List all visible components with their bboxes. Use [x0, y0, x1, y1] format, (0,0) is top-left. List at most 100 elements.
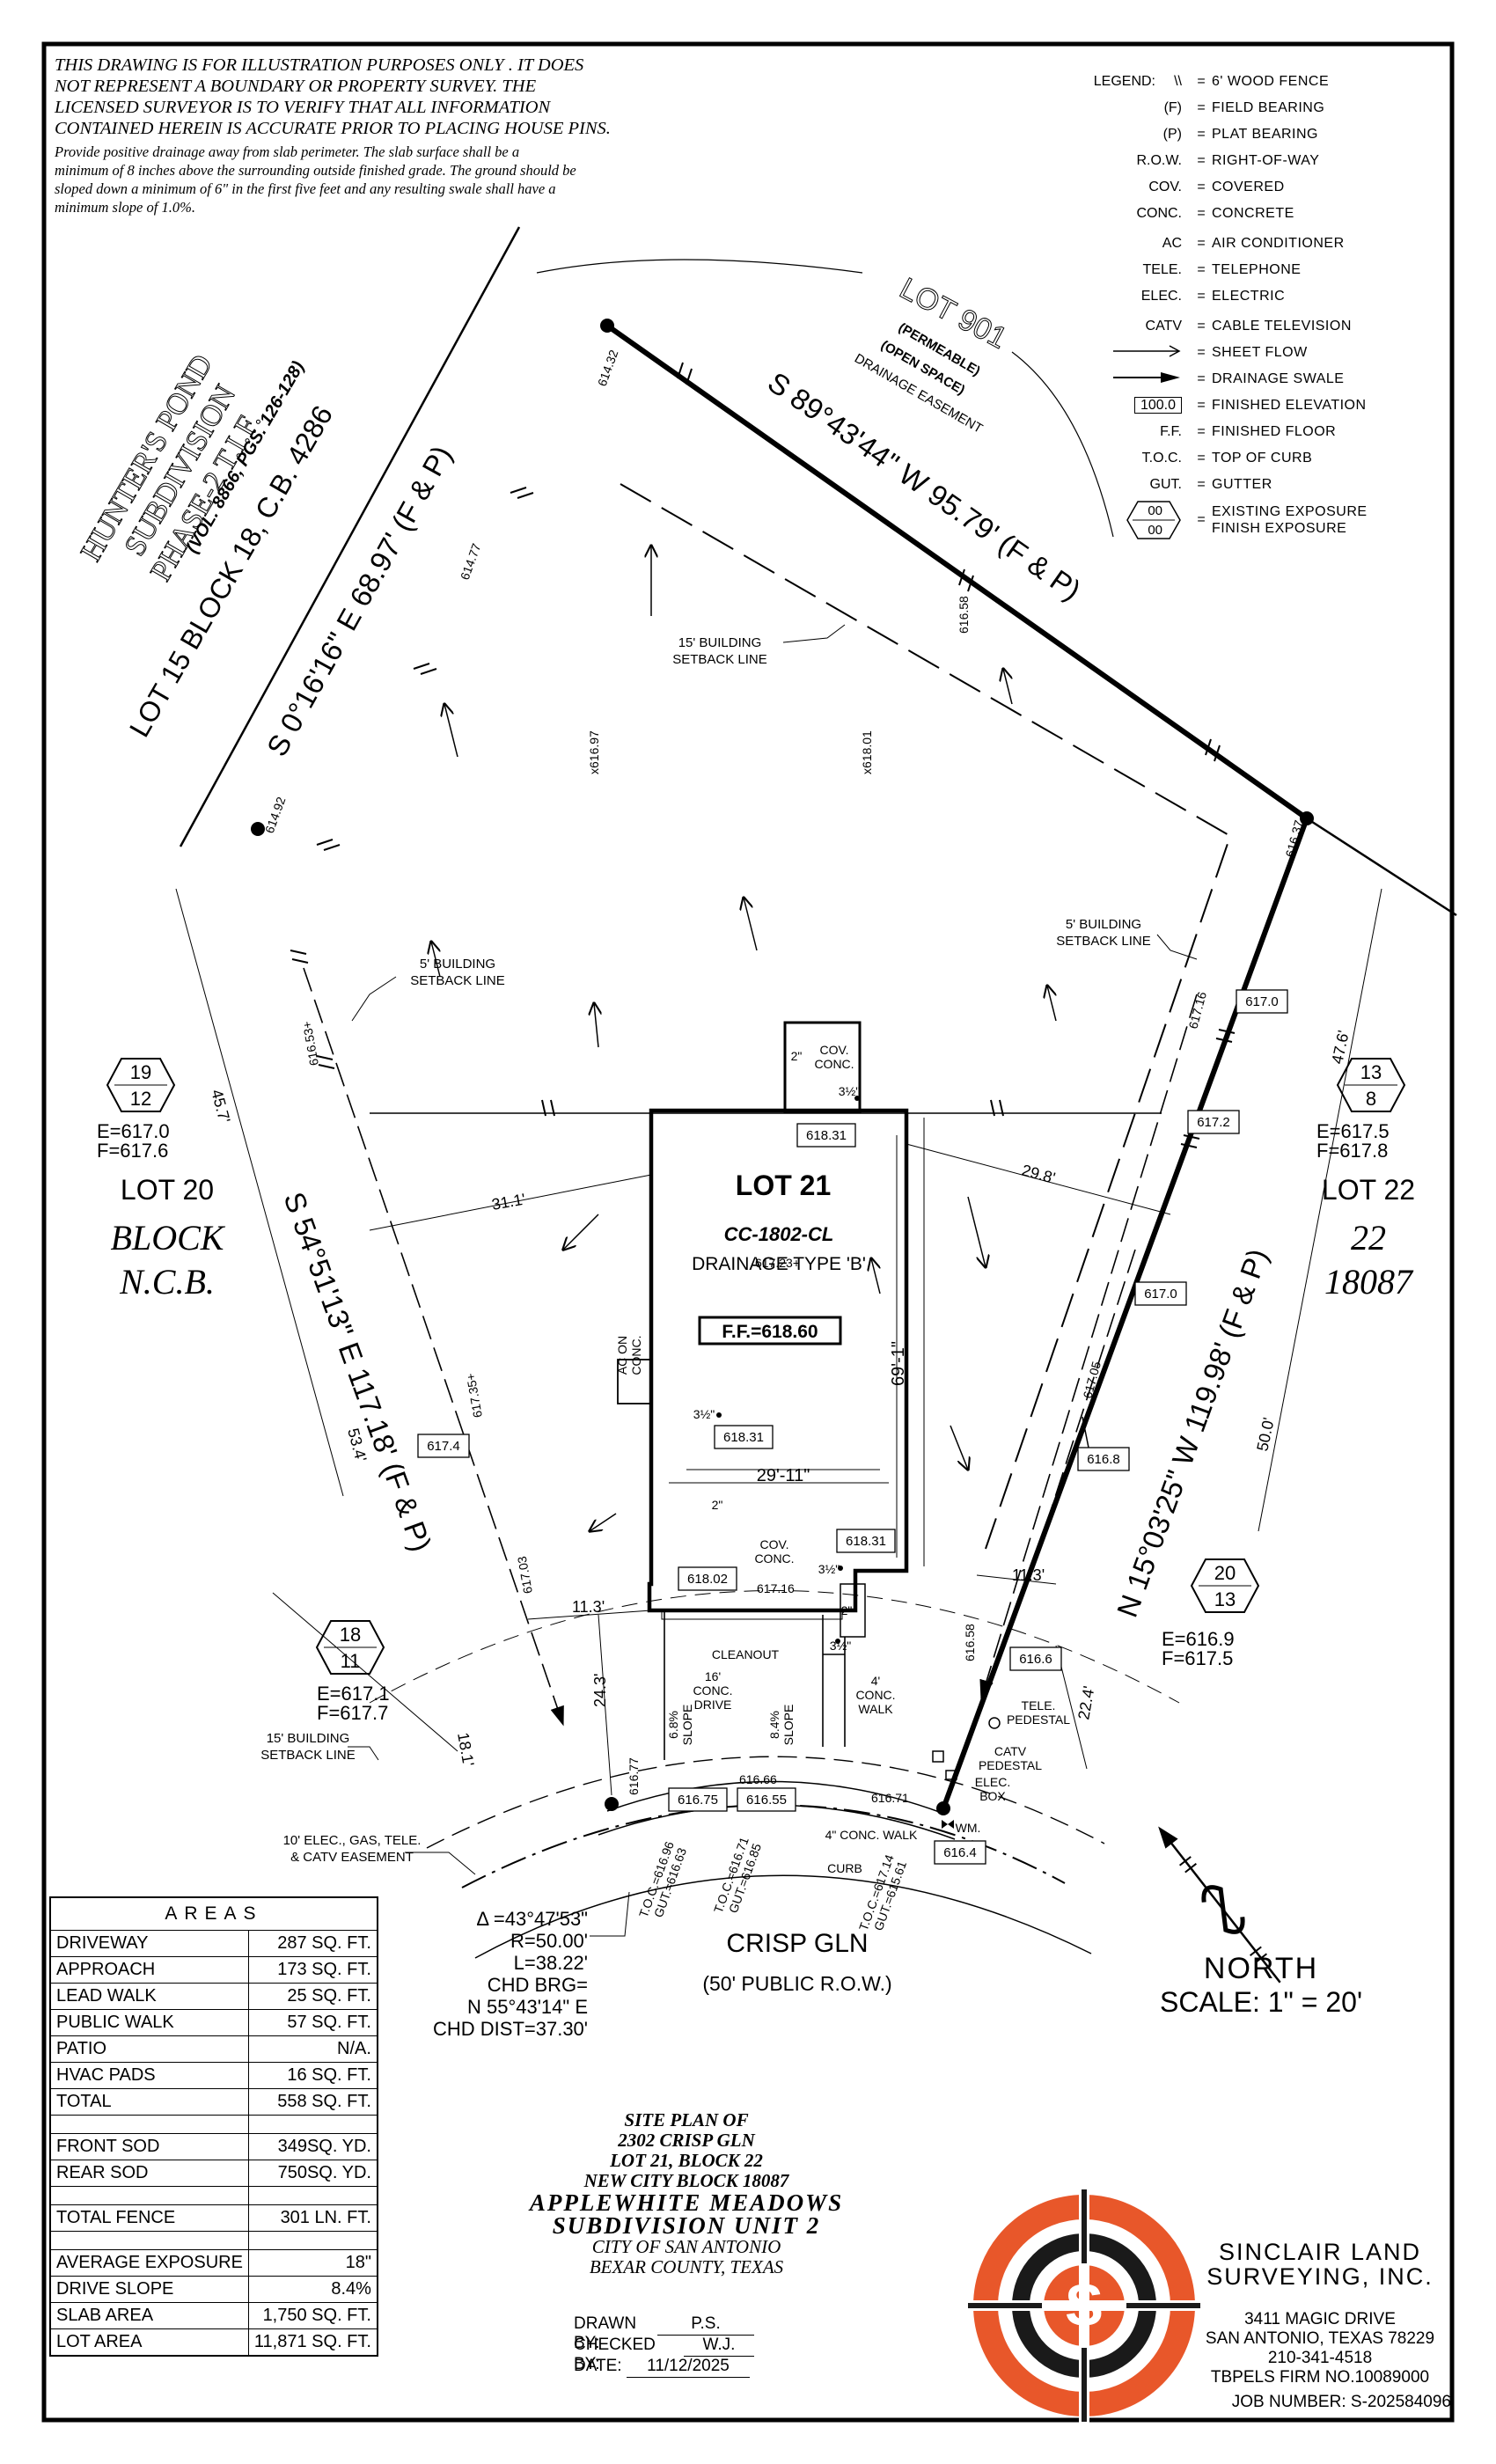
spot-elev-61671: 616.71	[871, 1791, 909, 1805]
curb-label: CURB	[827, 1861, 862, 1875]
spot-elev-61716b: 617.16	[757, 1581, 795, 1595]
job-number-label: JOB NUMBER:	[1231, 2393, 1346, 2411]
area-value: 25 SQ. FT.	[247, 1983, 378, 2010]
curve-length: L=38.22'	[514, 1952, 588, 1974]
svg-text:E=617.5: E=617.5	[1316, 1120, 1390, 1142]
legend-desc: FIELD BEARING	[1212, 100, 1325, 115]
setback-15-top: 15' BUILDING	[678, 635, 762, 650]
elec-label-2: BOX	[979, 1789, 1006, 1803]
legend-exposure-bottom: 00	[1148, 523, 1162, 538]
elev-box-6170b: 617.0	[1144, 1287, 1177, 1302]
setback-15-bottom: 15' BUILDING	[267, 1731, 350, 1746]
legend-symbol: COV.	[1148, 180, 1182, 194]
walk-4-label: 4" CONC. WALK	[825, 1828, 918, 1842]
step-mark-c: 3½"	[818, 1562, 840, 1576]
svg-text:18: 18	[340, 1624, 361, 1646]
street-row: (50' PUBLIC R.O.W.)	[702, 1972, 891, 1995]
job-number-value: S-202584096	[1350, 2393, 1451, 2411]
drainage-swales	[303, 967, 1198, 1727]
cov-conc-bot-label: COV.	[760, 1537, 789, 1551]
legend-row: COV.=COVERED	[1081, 174, 1468, 201]
spot-elev-61697: x616.97	[587, 730, 601, 774]
checked-by-label: CHECKED BY:	[574, 2336, 656, 2373]
water-meter-label: WM.	[956, 1821, 981, 1835]
legend-symbol: TELE.	[1142, 262, 1182, 277]
dim-113b: 11.3'	[1012, 1566, 1045, 1584]
slope-label-1b: SLOPE	[680, 1705, 694, 1746]
legend-desc: GUTTER	[1212, 477, 1272, 492]
svg-text:13: 13	[1214, 1588, 1236, 1610]
step-mark-b: 3½"	[693, 1407, 715, 1421]
drawn-by-label: DRAWN BY:	[574, 2314, 637, 2352]
block-22-label: 22	[1351, 1218, 1386, 1258]
legend-row: AC=AIR CONDITIONER	[1081, 231, 1468, 257]
legend-title: LEGEND:	[1093, 74, 1155, 89]
spot-elev-61735: 617.35+	[463, 1372, 485, 1419]
lot901-leader	[536, 259, 1114, 538]
lot21-depth: 69'-1"	[889, 1341, 908, 1386]
utility-symbols	[716, 1096, 1001, 1829]
walk-label-2: CONC.	[855, 1688, 895, 1702]
area-value: 349SQ. YD.	[247, 2133, 378, 2160]
logo-letter: S	[1065, 2272, 1104, 2337]
legend-row: (F)=FIELD BEARING	[1081, 95, 1468, 121]
elev-box-61831a: 618.31	[806, 1128, 847, 1143]
title-line-6: Subdivision Unit 2	[552, 2212, 821, 2239]
north-label: NORTH	[1203, 1952, 1319, 1985]
legend-desc: 6' WOOD FENCE	[1212, 74, 1330, 89]
step-mark-a: 3½"	[839, 1084, 860, 1098]
spot-elev-61677: 616.77	[627, 1757, 641, 1795]
block-label: BLOCK	[111, 1218, 226, 1258]
spot-elev-61492: 614.92	[262, 795, 289, 835]
spot-elev-61801: x618.01	[860, 730, 874, 774]
curve-leader	[590, 1891, 630, 1937]
legend-desc: TOP OF CURB	[1212, 451, 1313, 466]
easement-label-2: & CATV EASEMENT	[290, 1850, 414, 1865]
exposure-left-top: 19 12 E=617.0 F=617.6	[97, 1058, 176, 1162]
area-label: TOTAL FENCE	[49, 2204, 249, 2232]
title-block: Site Plan of 2302 Crisp Gln Lot 21, Bloc…	[493, 2110, 880, 2277]
legend-row: =SHEET FLOW	[1081, 340, 1468, 366]
svg-text:8: 8	[1366, 1088, 1376, 1110]
walk-label-3: WALK	[858, 1702, 893, 1716]
dim-181: 18.1'	[454, 1731, 477, 1767]
legend-desc: COVERED	[1212, 180, 1285, 194]
legend-row: F.F.=FINISHED FLOOR	[1081, 419, 1468, 445]
adjacent-boundary-line	[179, 226, 521, 847]
lot22-label: LOT 22	[1322, 1174, 1415, 1206]
sheet-border	[41, 41, 1455, 2423]
exposure-left-bottom: 18 11 E=617.1 F=617.7	[315, 1620, 390, 1724]
svg-text:20: 20	[1214, 1562, 1236, 1584]
north-block: NORTH SCALE: 1" = 20'	[1160, 1952, 1362, 2019]
disclaimer-line-1: This drawing is for illustration purpose…	[55, 55, 584, 75]
legend-desc: TELEPHONE	[1212, 262, 1302, 277]
legend: LEGEND:\\=6' WOOD FENCE (F)=FIELD BEARIN…	[1081, 69, 1468, 542]
slope-mark-c: 2"	[841, 1603, 853, 1617]
legend-symbol: 100.0	[1133, 397, 1182, 414]
firm-logo: S	[965, 2187, 1203, 2424]
checked-by-value: W.J.	[684, 2336, 754, 2357]
house-footprint	[617, 1021, 909, 1638]
drive-label-2: CONC.	[693, 1683, 732, 1698]
elev-box-61831c: 618.31	[846, 1534, 886, 1549]
title-line-7: City of San Antonio	[591, 2236, 781, 2257]
legend-row: R.O.W.=RIGHT-OF-WAY	[1081, 148, 1468, 174]
sheet-flow-icon	[1081, 344, 1191, 362]
drawn-by-value: P.S.	[657, 2314, 754, 2336]
dim-224: 22.4'	[1074, 1684, 1097, 1720]
exposure-right-bottom: 20 13 E=616.9 F=617.5	[1162, 1558, 1260, 1669]
drainage-swale-icon	[1081, 371, 1191, 388]
cov-conc-top-label: COV.	[820, 1043, 849, 1057]
area-value: 18"	[247, 2249, 378, 2277]
sheet-flow-arrows	[431, 546, 1091, 1531]
legend-row: 100.0=FINISHED ELEVATION	[1081, 392, 1468, 419]
exposure-hexagon-icon: 00 00	[1081, 500, 1191, 540]
svg-text:E=617.0: E=617.0	[97, 1120, 170, 1142]
elev-box-61802: 618.02	[687, 1572, 728, 1587]
legend-symbol: (F)	[1163, 100, 1182, 115]
